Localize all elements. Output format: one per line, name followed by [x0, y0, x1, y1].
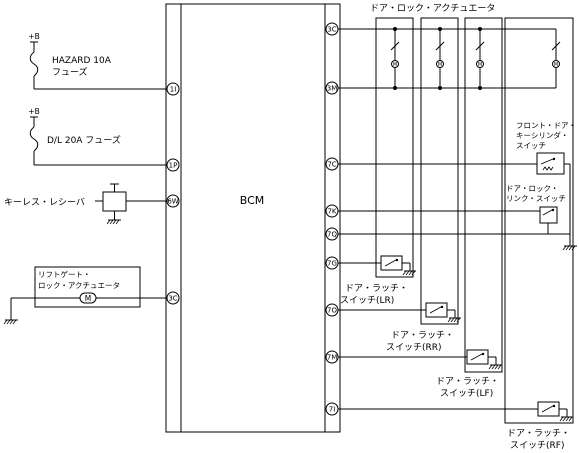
- svg-text:3C: 3C: [327, 26, 336, 34]
- door-box-lr: [375, 17, 414, 278]
- svg-text:M: M: [478, 62, 482, 68]
- door-box-rr: [420, 17, 459, 325]
- svg-text:ドア・ラッチ・: ドア・ラッチ・: [507, 428, 570, 439]
- svg-text:ドア・ラッチ・: ドア・ラッチ・: [345, 283, 408, 294]
- actuator-rf: [551, 29, 561, 88]
- svg-text:7G: 7G: [327, 260, 337, 268]
- ground-symbol: [562, 245, 577, 251]
- svg-text:スイッチ(RF): スイッチ(RF): [510, 440, 564, 451]
- svg-text:7I: 7I: [329, 406, 336, 414]
- liftgate-lock-actuator: リフトゲート・ ロック・アクチュエータ M: [3, 266, 167, 325]
- pin-1I: 1I: [166, 82, 180, 96]
- door-lock-actuators: ドア・ロック・アクチュエータ: [338, 3, 574, 424]
- actuator-lf: [475, 27, 485, 90]
- bcm-unit: BCM: [165, 3, 341, 433]
- pin-3C-left: 3C: [166, 291, 180, 305]
- pin-3M: 3M: [325, 81, 339, 95]
- svg-text:7C: 7C: [327, 161, 336, 169]
- liftgate-actuator-label-1: リフトゲート・: [38, 270, 91, 279]
- svg-text:3M: 3M: [327, 85, 338, 93]
- right-pins: 3C 3M 7C 7K 7Q 7G 7O 7M: [325, 22, 339, 416]
- svg-text:7O: 7O: [327, 307, 337, 315]
- actuator-motor-labels: M M M M: [393, 62, 558, 68]
- latch-switch-rf: ドア・ラッチ・ スイッチ(RF): [338, 401, 573, 451]
- ground-symbol: [3, 319, 18, 325]
- actuator-rr: [435, 27, 445, 90]
- svg-text:スイッチ(RR): スイッチ(RR): [386, 342, 442, 353]
- hazard-fuse-label: HAZARD 10A: [52, 56, 112, 66]
- pin-6W: 6W: [166, 194, 180, 208]
- ground-symbol: [106, 219, 121, 225]
- svg-text:7Q: 7Q: [327, 231, 337, 239]
- svg-text:M: M: [554, 62, 558, 68]
- pin-7K: 7K: [325, 204, 339, 218]
- plus-b-label: +B: [28, 107, 39, 116]
- svg-text:3C: 3C: [168, 295, 177, 303]
- svg-text:スイッチ: スイッチ: [516, 141, 546, 150]
- door-box-lf: [464, 17, 503, 373]
- ground-symbol: [488, 364, 502, 370]
- door-lock-actuator-label: ドア・ロック・アクチュエータ: [370, 3, 495, 14]
- pin-7G: 7G: [325, 256, 339, 270]
- svg-text:スイッチ(LR): スイッチ(LR): [340, 295, 394, 306]
- actuator-lr: [390, 27, 400, 90]
- ground-symbol: [402, 270, 416, 276]
- hazard-fuse-sublabel: フューズ: [52, 66, 88, 78]
- svg-text:6W: 6W: [167, 198, 178, 206]
- pin-7O: 7O: [325, 303, 339, 317]
- liftgate-actuator-label-2: ロック・アクチュエータ: [38, 281, 120, 290]
- svg-text:M: M: [393, 62, 397, 68]
- pin-7I: 7I: [325, 402, 339, 416]
- hazard-fuse-circuit: +B HAZARD 10A フューズ: [28, 32, 167, 90]
- svg-text:ドア・ラッチ・: ドア・ラッチ・: [391, 330, 454, 341]
- keyless-receiver-label: キーレス・レシーバ: [4, 197, 85, 208]
- bcm-label: BCM: [240, 194, 265, 207]
- svg-text:リンク・スイッチ: リンク・スイッチ: [506, 194, 566, 203]
- svg-text:7M: 7M: [327, 354, 338, 362]
- latch-switch-rr: ドア・ラッチ・ スイッチ(RR): [338, 302, 461, 353]
- latch-switch-lr: ドア・ラッチ・ スイッチ(LR): [338, 255, 416, 306]
- pin-1P: 1P: [166, 158, 180, 172]
- svg-text:M: M: [438, 62, 442, 68]
- ground-symbol: [559, 416, 573, 422]
- pin-3C-right: 3C: [325, 22, 339, 36]
- svg-text:フロント・ドア・: フロント・ドア・: [516, 121, 576, 130]
- svg-text:7K: 7K: [327, 208, 336, 216]
- front-key-cylinder-switch: フロント・ドア・ キーシリンダ・ スイッチ: [338, 121, 576, 234]
- svg-text:キーシリンダ・: キーシリンダ・: [516, 130, 568, 140]
- keyless-receiver: キーレス・レシーバ: [4, 183, 167, 225]
- svg-text:スイッチ(LF): スイッチ(LF): [440, 388, 493, 399]
- dl-fuse-label: D/L 20A フューズ: [47, 134, 121, 146]
- fuse-symbol: [29, 51, 39, 77]
- svg-text:ドア・ラッチ・: ドア・ラッチ・: [436, 376, 499, 387]
- svg-text:ドア・ロック・: ドア・ロック・: [506, 184, 558, 193]
- motor-label: M: [85, 294, 91, 303]
- svg-text:1I: 1I: [170, 86, 177, 94]
- dl-fuse-circuit: +B D/L 20A フューズ: [28, 107, 167, 166]
- svg-text:1P: 1P: [169, 162, 178, 170]
- door-box-rf: [504, 17, 574, 424]
- pin-7M: 7M: [325, 350, 339, 364]
- ground-symbol: [447, 317, 461, 323]
- door-lock-link-switch: ドア・ロック・ リンク・スイッチ: [338, 184, 577, 251]
- plus-b-label: +B: [28, 32, 39, 41]
- pin-7C: 7C: [325, 157, 339, 171]
- left-pins: 1I 1P 6W 3C: [166, 82, 180, 305]
- fuse-symbol: [29, 126, 39, 152]
- latch-switch-lf: ドア・ラッチ・ スイッチ(LF): [338, 349, 502, 399]
- pin-7Q: 7Q: [325, 227, 339, 241]
